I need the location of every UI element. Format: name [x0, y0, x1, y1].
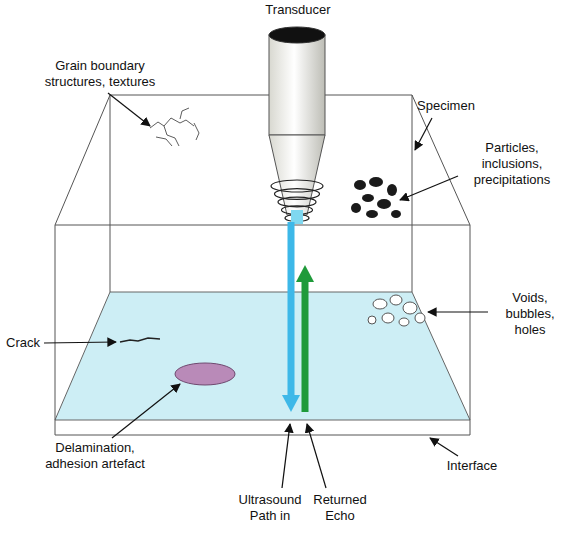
- callout-label: Voids, bubbles, holes: [492, 290, 568, 338]
- callout-label: Crack: [2, 335, 44, 351]
- transducer: [269, 27, 325, 224]
- ultrasound-beam: [288, 222, 295, 395]
- callout-label: Delamination, adhesion artefact: [30, 440, 160, 472]
- callout-label: Transducer: [248, 2, 348, 18]
- leader-lines: [44, 93, 488, 488]
- callout-label: Particles, inclusions, precipitations: [460, 140, 564, 188]
- callout-label: Grain boundary structures, textures: [35, 58, 165, 90]
- particles: [351, 177, 401, 218]
- specimen-box: [55, 95, 470, 435]
- callout-label: Returned Echo: [308, 492, 372, 524]
- crack: [120, 338, 160, 342]
- echo-beam: [302, 282, 309, 412]
- grain-texture: [150, 108, 199, 146]
- delamination: [175, 363, 235, 385]
- voids: [368, 295, 425, 326]
- callout-label: Ultrasound Path in: [227, 492, 313, 524]
- echo-head: [296, 265, 314, 282]
- ultrasound-head: [282, 395, 300, 412]
- callout-label: Specimen: [406, 98, 486, 114]
- callout-label: Interface: [437, 458, 507, 474]
